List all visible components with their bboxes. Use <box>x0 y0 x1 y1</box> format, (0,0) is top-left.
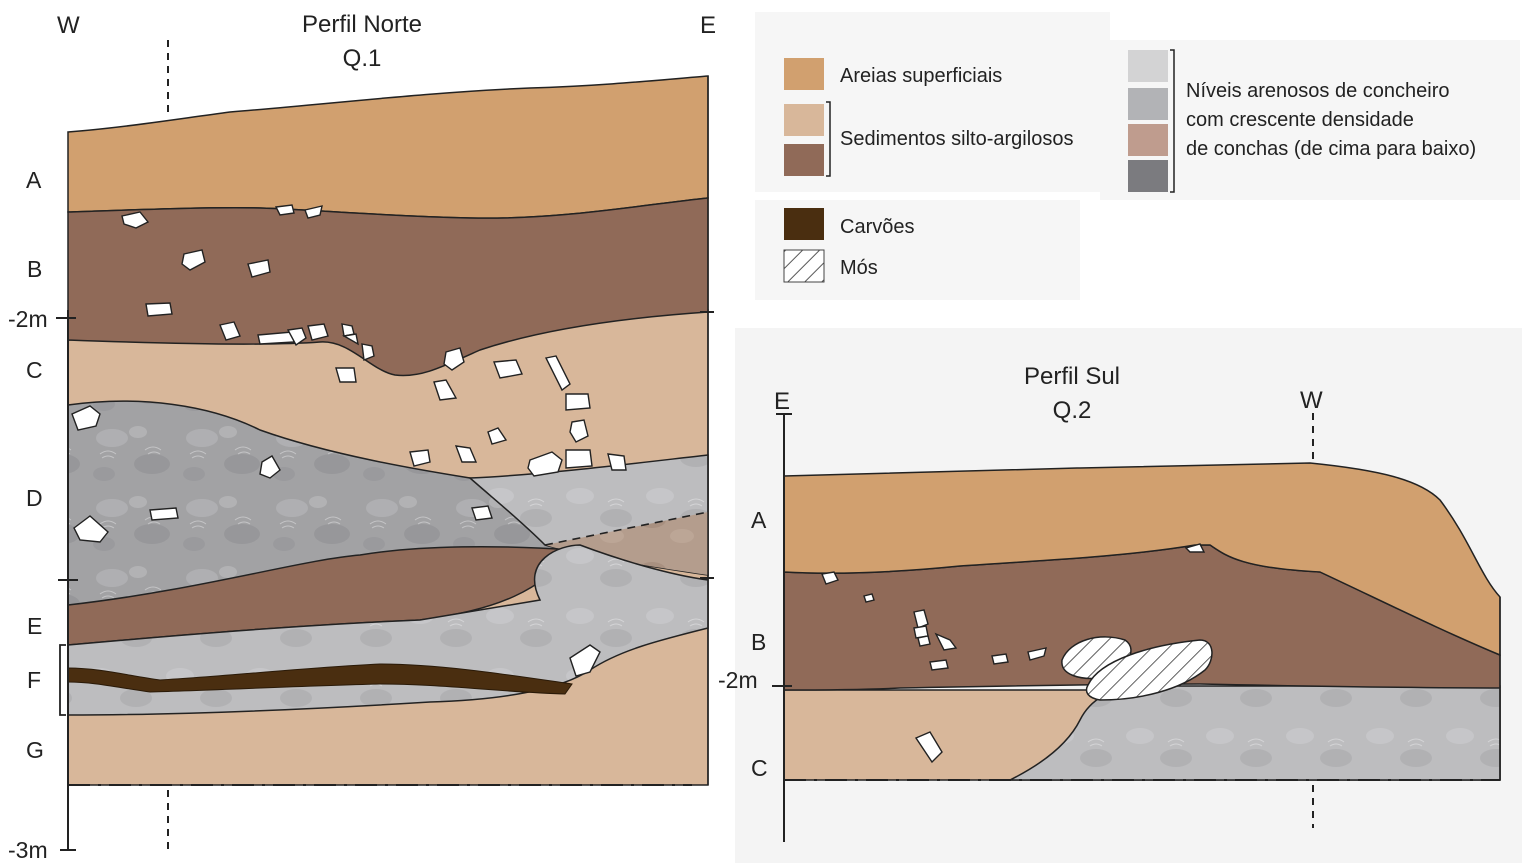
perfil-sul: Perfil Sul Q.2 E W A B C -2m <box>718 328 1522 863</box>
legend-mos-label: Mós <box>840 257 878 279</box>
layer-d-shell-brownish <box>545 512 708 575</box>
norte-depth-2m: -2m <box>8 306 48 332</box>
norte-depth-3m: -3m <box>8 837 48 863</box>
perfil-norte: W E Perfil Norte Q.1 A B C D E F G -2m -… <box>8 11 716 863</box>
norte-subtitle: Q.1 <box>343 45 382 72</box>
norte-layer-f: F <box>27 667 41 693</box>
swatch-concheiro-4 <box>1128 160 1168 192</box>
legend-panel-right <box>1100 40 1520 200</box>
layer-f-shell <box>67 544 709 716</box>
swatch-concheiro-3 <box>1128 124 1168 156</box>
norte-layer-c: C <box>26 357 43 383</box>
sul-stones <box>821 543 1206 764</box>
concheiro-bracket <box>1170 49 1175 193</box>
norte-layer-e: E <box>27 613 42 639</box>
layer-a-areias <box>67 75 709 219</box>
norte-layer-b: B <box>27 256 42 282</box>
sul-layer-a: A <box>751 507 767 533</box>
norte-layer-d: D <box>26 485 43 511</box>
layer-f-bracket <box>59 644 66 716</box>
sul-layer-c: C <box>751 755 768 781</box>
sul-west-label: W <box>1300 387 1323 414</box>
sul-title: Perfil Sul <box>1024 363 1120 390</box>
sul-depth-2m: -2m <box>718 667 758 693</box>
sul-layer-b: B <box>751 629 766 655</box>
swatch-carvoes <box>784 208 824 240</box>
norte-layer-a: A <box>26 167 42 193</box>
swatch-silto-escuro <box>784 144 824 176</box>
legend: Areias superficiais Sedimentos silto-arg… <box>755 12 1520 300</box>
silto-bracket <box>826 101 831 177</box>
swatch-silto-claro <box>784 104 824 136</box>
legend-concheiro-line-2: com crescente densidade <box>1186 109 1414 131</box>
norte-east-label: E <box>700 12 716 39</box>
swatch-concheiro-1 <box>1128 50 1168 82</box>
swatch-concheiro-2 <box>1128 88 1168 120</box>
legend-carvoes-label: Carvões <box>840 216 914 238</box>
norte-layer-g: G <box>26 737 44 763</box>
swatch-areias <box>784 58 824 90</box>
norte-west-label: W <box>57 12 80 39</box>
sul-subtitle: Q.2 <box>1053 397 1092 424</box>
sul-east-label: E <box>774 388 790 415</box>
legend-concheiro-line-1: Níveis arenosos de concheiro <box>1186 80 1449 102</box>
sul-millstone-2 <box>1085 639 1213 701</box>
legend-areias-label: Areias superficiais <box>840 65 1002 87</box>
legend-concheiro-line-3: de conchas (de cima para baixo) <box>1186 138 1476 160</box>
swatch-mos <box>783 249 825 283</box>
norte-title: Perfil Norte <box>302 11 422 38</box>
norte-stones <box>71 204 627 677</box>
layer-f-charcoal <box>67 663 573 695</box>
legend-silto-label: Sedimentos silto-argilosos <box>840 128 1073 150</box>
